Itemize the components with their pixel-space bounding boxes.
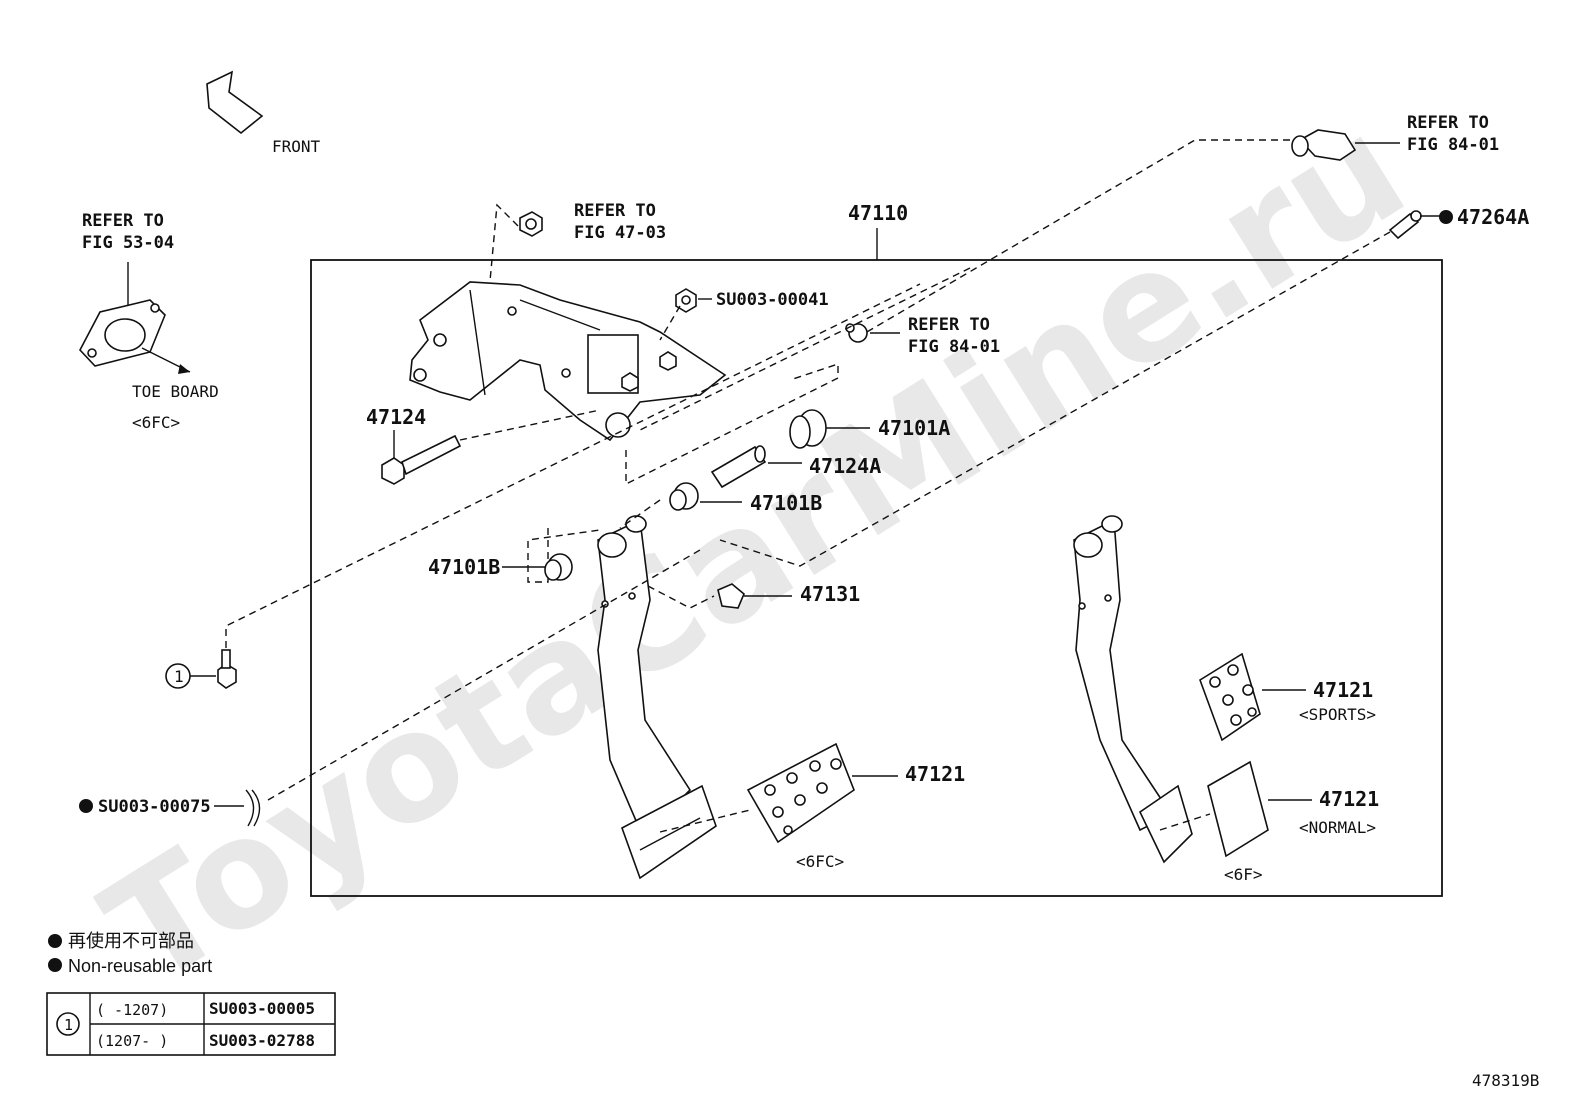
ref-84-01-mid-line2: FIG 84-01 — [908, 337, 1000, 357]
variant-sports: <SPORTS> — [1299, 705, 1376, 724]
ref-84-01-top-line1: REFER TO — [1407, 113, 1489, 133]
retainer-clip — [845, 323, 868, 343]
flange-nut-ref — [519, 211, 543, 237]
table-row-2-part: SU003-02788 — [209, 1031, 315, 1050]
callout-1-bolt: 1 — [165, 663, 191, 689]
non-reusable-mark-icon — [1439, 210, 1453, 224]
legend-japanese: 再使用不可部品 — [68, 931, 194, 951]
ref-84-01-mid-line1: REFER TO — [908, 315, 990, 335]
ref-47-03-line1: REFER TO — [574, 201, 656, 221]
label-47131: 47131 — [800, 582, 860, 606]
front-label: FRONT — [272, 137, 321, 156]
toe-board-label: TOE BOARD — [132, 382, 219, 401]
front-arrow-icon — [206, 70, 264, 135]
label-47124a: 47124A — [809, 454, 881, 478]
nut-su003-00041 — [675, 288, 697, 313]
brake-pedal-6fc — [597, 515, 717, 880]
pedal-pad-sports — [1199, 652, 1261, 742]
assembly-label: 47110 — [848, 201, 908, 225]
illustration-id: 478319B — [1472, 1071, 1539, 1090]
clevis-pin-47264a — [1388, 210, 1422, 240]
toe-board-grommet — [79, 299, 166, 367]
clip-su003-00075 — [245, 789, 261, 827]
label-47121-normal: 47121 — [1319, 787, 1379, 811]
label-47121-sports: 47121 — [1313, 678, 1373, 702]
label-47101b-left: 47101B — [428, 555, 500, 579]
pedal-pad-normal — [1207, 760, 1269, 858]
ref-84-01-top-line2: FIG 84-01 — [1407, 135, 1499, 155]
bolt-callout-1 — [217, 649, 237, 689]
callout-1-number: 1 — [174, 667, 184, 686]
non-reusable-mark-icon — [48, 958, 62, 972]
label-47101a: 47101A — [878, 416, 950, 440]
non-reusable-mark-icon — [48, 934, 62, 948]
brake-pedal-6f — [1073, 515, 1193, 864]
table-callout-number: 1 — [64, 1016, 73, 1034]
stop-lamp-switch — [1291, 129, 1400, 161]
variant-6f: <6F> — [1224, 865, 1263, 884]
ref-53-04-line2: FIG 53-04 — [82, 233, 174, 253]
label-su003-00041: SU003-00041 — [716, 290, 829, 310]
pedal-pad-6fc — [746, 742, 855, 844]
bushing-47101b-right — [669, 482, 699, 511]
label-47124: 47124 — [366, 405, 426, 429]
table-row-1-range: ( -1207) — [96, 1001, 168, 1019]
variant-normal: <NORMAL> — [1299, 818, 1376, 837]
table-row-2-range: (1207- ) — [96, 1032, 168, 1050]
bolt-47124 — [381, 434, 462, 485]
bushing-47101b-left — [544, 553, 573, 581]
toe-board-variant: <6FC> — [132, 413, 180, 432]
legend-english: Non-reusable part — [68, 956, 212, 976]
collar-47124a — [710, 445, 767, 489]
callout-table: 1 ( -1207) SU003-00005 (1207- ) SU003-02… — [46, 992, 336, 1056]
non-reusable-mark-icon — [79, 799, 93, 813]
assembly-box — [310, 259, 1443, 897]
bushing-47101a — [789, 409, 827, 449]
label-47121-6fc: 47121 — [905, 762, 965, 786]
label-su003-00075: SU003-00075 — [98, 797, 211, 817]
stopper-47131 — [717, 583, 745, 609]
ref-53-04-line1: REFER TO — [82, 211, 164, 231]
label-47264a: 47264A — [1457, 205, 1529, 229]
pedal-bracket — [409, 281, 727, 442]
variant-6fc: <6FC> — [796, 852, 844, 871]
table-row-1-part: SU003-00005 — [209, 999, 315, 1018]
ref-47-03-line2: FIG 47-03 — [574, 223, 666, 243]
label-47101b-right: 47101B — [750, 491, 822, 515]
